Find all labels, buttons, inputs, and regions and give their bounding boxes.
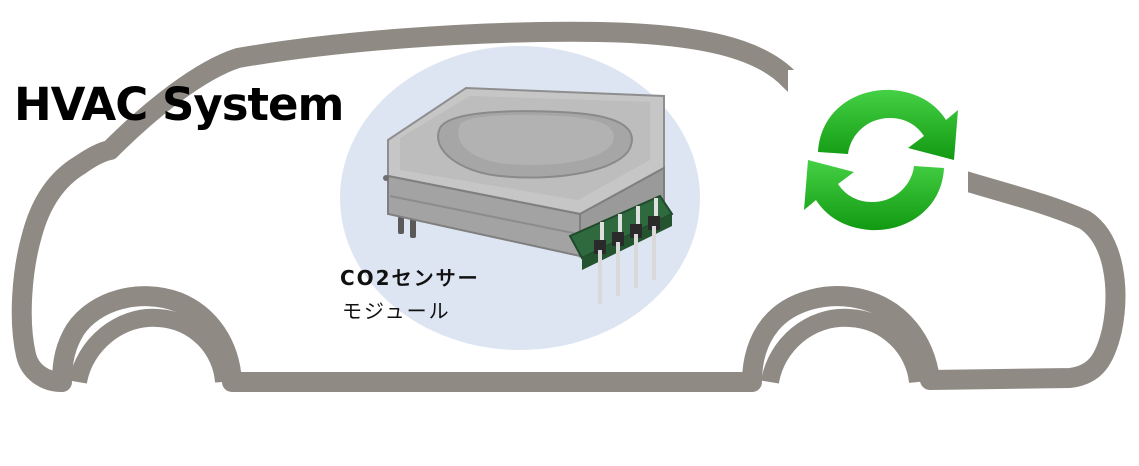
sensor-label-line2: モジュール [342, 299, 451, 323]
sensor-label-line1: CO2センサー [340, 266, 480, 290]
sensor-label: CO2センサー モジュール [340, 262, 480, 328]
front-pins [594, 198, 660, 304]
diagram-title: HVAC System [14, 78, 344, 131]
